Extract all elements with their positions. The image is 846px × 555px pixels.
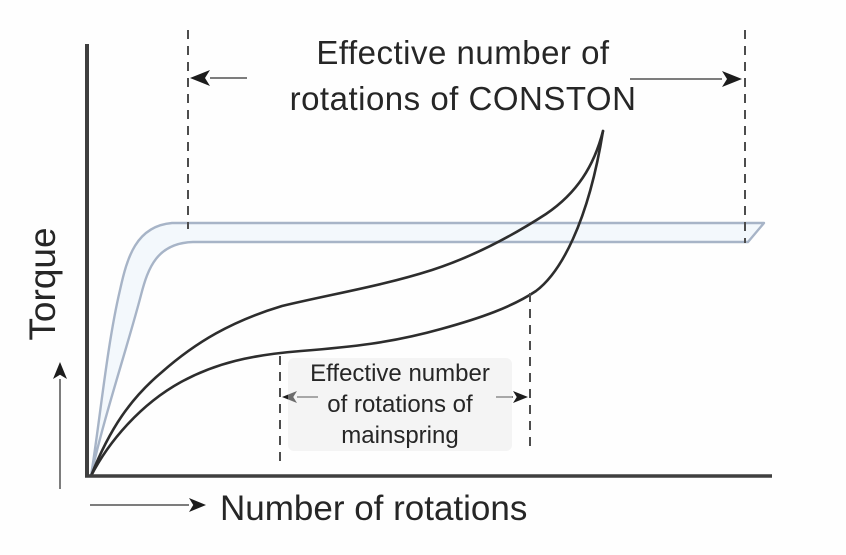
- conston-left-arrow-head-icon: [190, 70, 210, 86]
- mainspring-annotation: Effective number of rotations of mainspr…: [288, 358, 512, 451]
- torque-axis-arrow-head-icon: [53, 362, 67, 379]
- rotations-axis-arrow: [90, 498, 206, 512]
- x-axis-label: Number of rotations: [220, 489, 528, 528]
- arrows: [53, 70, 742, 512]
- conston-ribbon-path: [89, 221, 766, 478]
- conston-right-arrow-head-icon: [722, 71, 742, 87]
- axes: [85, 44, 772, 478]
- mainspring-annotation-line1: Effective number: [310, 360, 490, 387]
- conston-right-arrow: [630, 71, 742, 87]
- mainspring-left-arrow: [282, 391, 318, 403]
- conston-annotation: Effective number of rotations of CONSTON: [262, 30, 664, 122]
- conston-annotation-line1: Effective number of: [316, 34, 610, 71]
- mainspring-annotation-line3: mainspring: [341, 422, 459, 449]
- conston-curve: [89, 221, 766, 478]
- mainspring-annotation-line2: of rotations of: [327, 391, 473, 418]
- rotations-axis-arrow-head-icon: [189, 498, 206, 512]
- mainspring-path-2: [89, 129, 605, 478]
- conston-left-arrow: [190, 70, 247, 86]
- torque-axis-arrow: [53, 362, 67, 489]
- conston-annotation-line2: rotations of CONSTON: [289, 80, 637, 117]
- mainspring-right-arrow-head-icon: [513, 391, 528, 403]
- y-axis-label: Torque: [22, 227, 63, 341]
- mainspring-path-1: [89, 129, 605, 478]
- mainspring-left-arrow-head-icon: [282, 391, 297, 403]
- mainspring-curves: [89, 129, 605, 478]
- dashed-guides: [187, 30, 746, 468]
- mainspring-right-arrow: [496, 391, 528, 403]
